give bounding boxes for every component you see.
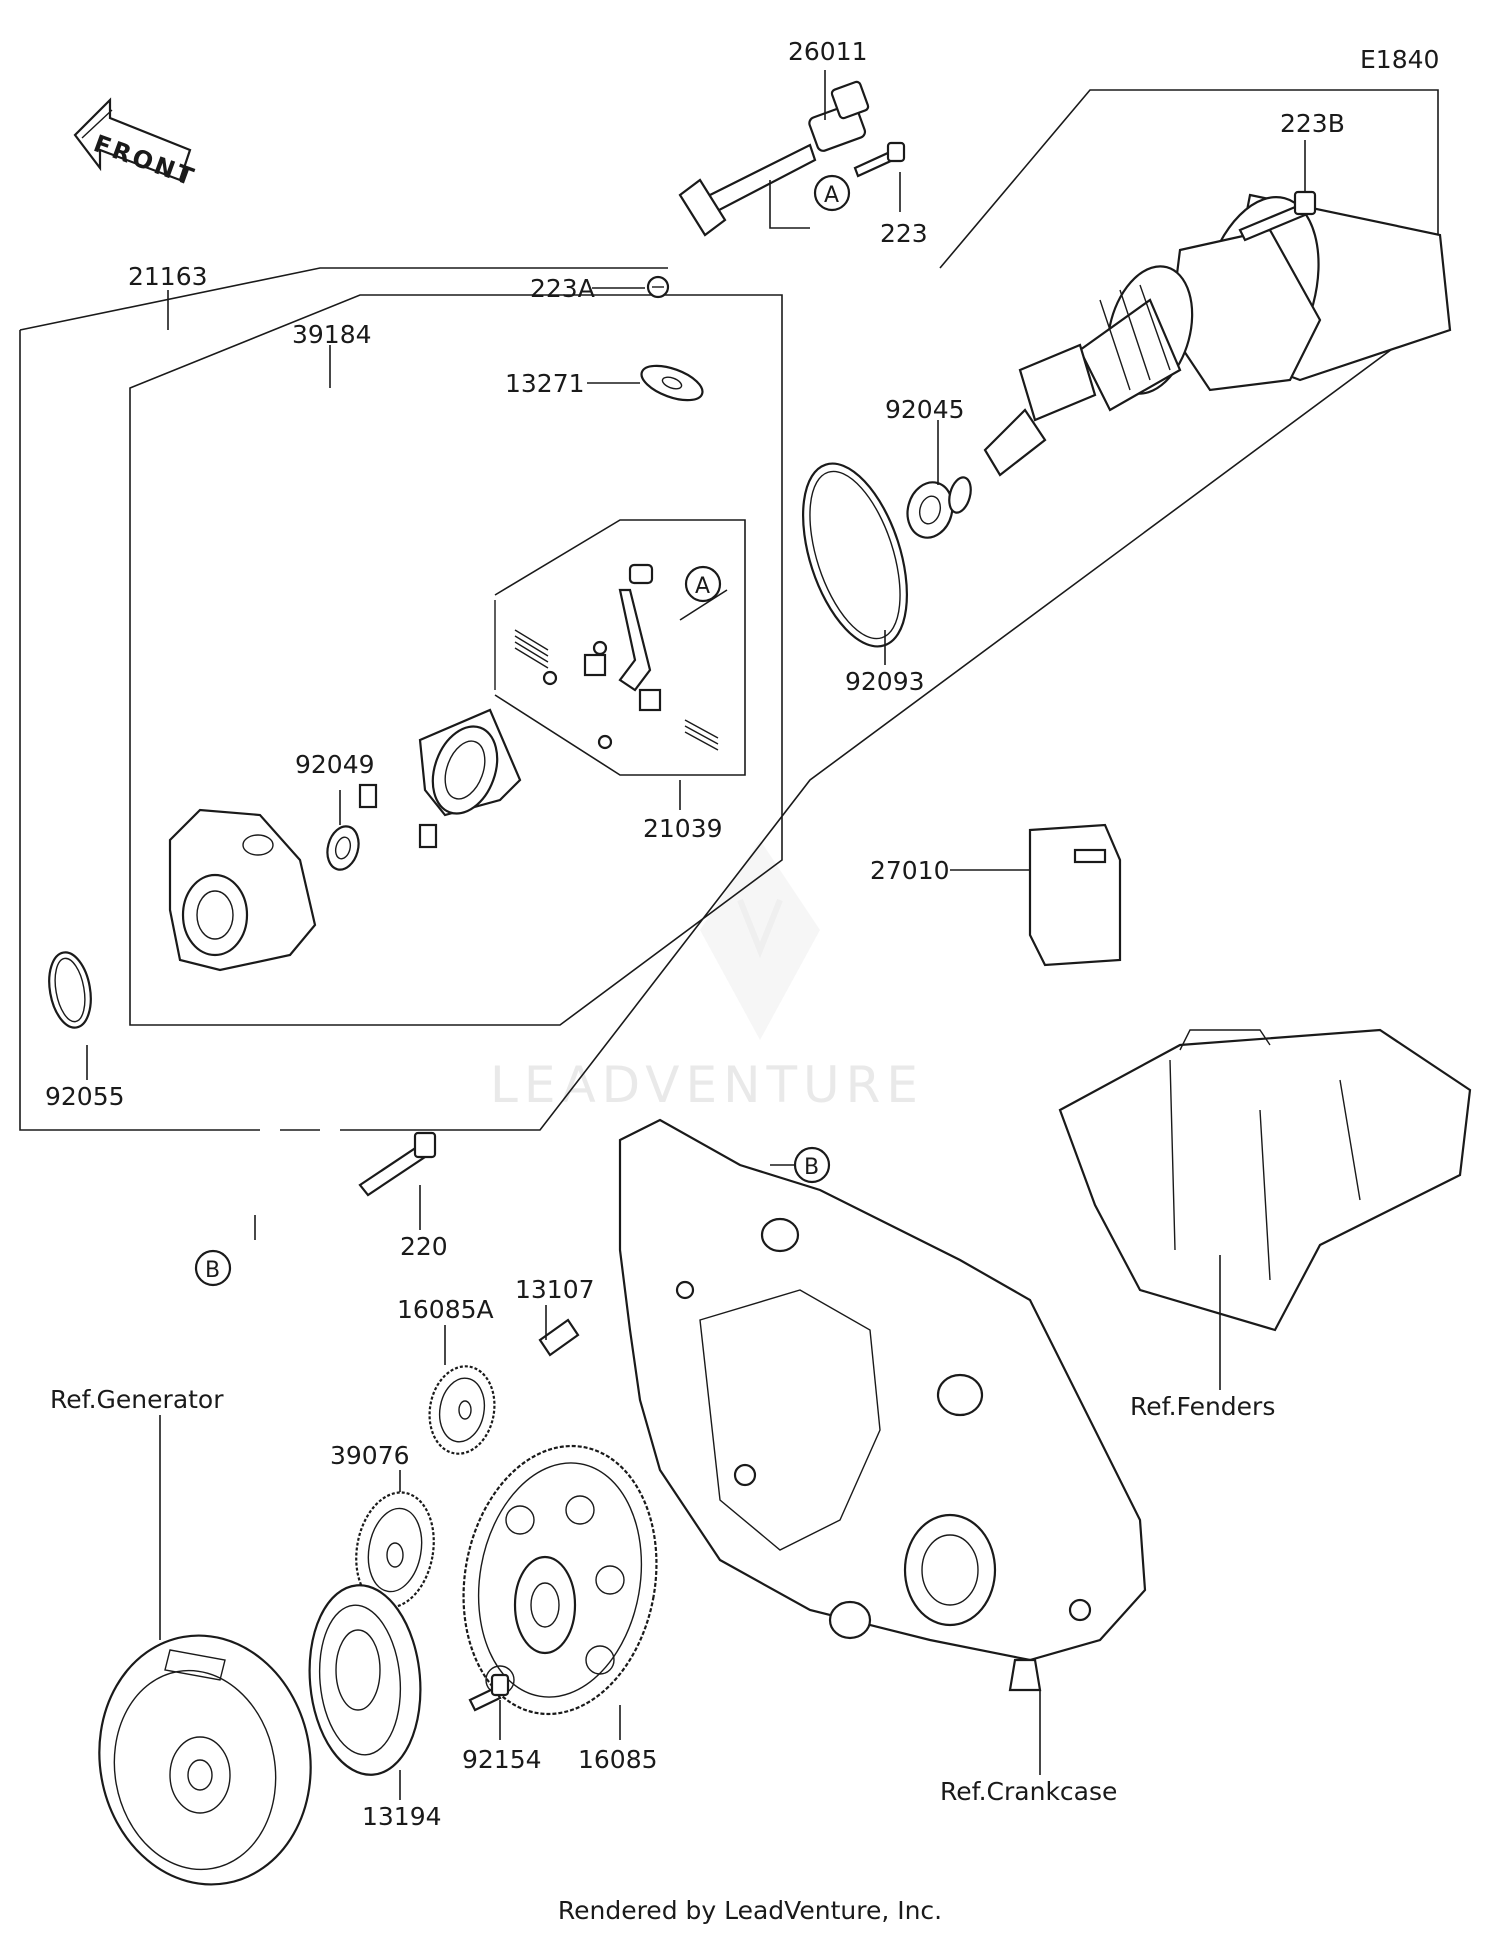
part-label-21163: 21163: [128, 262, 208, 291]
armature: [983, 265, 1194, 477]
assembly-outline-21039: [494, 519, 746, 776]
part-label-21039: 21039: [643, 814, 723, 843]
ref-label-crankcase: Ref.Crankcase: [940, 1777, 1117, 1806]
part-label-16085A: 16085A: [397, 1295, 494, 1324]
front-arrow-icon: [73, 97, 192, 182]
callout-a-lower-label: A: [695, 574, 710, 599]
callout-b-crankcase: [793, 1146, 831, 1184]
starter-relay-27010: [1028, 823, 1122, 967]
callout-b-left-label: B: [205, 1258, 220, 1283]
ref-label-generator: Ref.Generator: [50, 1385, 224, 1414]
watermark-text: LEADVENTURE: [490, 1056, 924, 1114]
screw-223A: [646, 275, 670, 299]
crankcase-half: [618, 1118, 1147, 1692]
callout-a-upper: [813, 174, 851, 212]
bolt-223B: [1238, 190, 1317, 242]
part-label-13107: 13107: [515, 1275, 595, 1304]
callout-b-left: [194, 1249, 232, 1287]
part-label-223B: 223B: [1280, 109, 1345, 138]
part-label-16085: 16085: [578, 1745, 658, 1774]
gear-16085: [462, 1444, 658, 1716]
o-ring-92055: [48, 951, 92, 1029]
plate-13271: [640, 364, 704, 402]
bearing-92045: [906, 476, 972, 539]
callout-a-lower: [684, 565, 722, 603]
part-label-92049: 92049: [295, 750, 375, 779]
part-label-220: 220: [400, 1232, 448, 1261]
bolt-92154: [468, 1673, 510, 1712]
starter-clutch-13194: [308, 1584, 422, 1776]
diagram-code: E1840: [1360, 45, 1439, 74]
o-ring-92093: [802, 462, 908, 648]
oil-seal-92049: [326, 783, 438, 871]
watermark-logo: [700, 840, 820, 1040]
part-label-92093: 92093: [845, 667, 925, 696]
callout-a-upper-label: A: [824, 183, 839, 208]
part-label-39184: 39184: [292, 320, 372, 349]
part-label-13194: 13194: [362, 1802, 442, 1831]
shaft-13107: [538, 1318, 580, 1357]
leader-lines: [86, 70, 1306, 1800]
ref-label-fenders: Ref.Fenders: [1130, 1392, 1275, 1421]
part-label-92055: 92055: [45, 1082, 125, 1111]
part-label-92154: 92154: [462, 1745, 542, 1774]
part-label-223: 223: [880, 219, 928, 248]
starter-motor-housing: [1168, 193, 1452, 392]
part-label-92045: 92045: [885, 395, 965, 424]
screw-223: [853, 141, 906, 178]
starter-front-cover: [168, 808, 317, 972]
part-label-27010: 27010: [870, 856, 950, 885]
part-label-26011: 26011: [788, 37, 868, 66]
callout-b-crankcase-label: B: [804, 1155, 819, 1180]
starter-lead-26011: [678, 80, 870, 237]
gear-16085A: [428, 1365, 496, 1455]
assembly-outline-39184: [129, 294, 783, 1026]
brush-holder-21039: [418, 563, 719, 817]
bolt-220: [358, 1131, 437, 1197]
part-label-39076: 39076: [330, 1441, 410, 1470]
generator-flywheel: [98, 1634, 312, 1886]
battery-bracket: [1058, 1028, 1472, 1332]
part-label-223A: 223A: [530, 274, 595, 303]
part-label-13271: 13271: [505, 369, 585, 398]
footer-credit: Rendered by LeadVenture, Inc.: [557, 1896, 943, 1925]
